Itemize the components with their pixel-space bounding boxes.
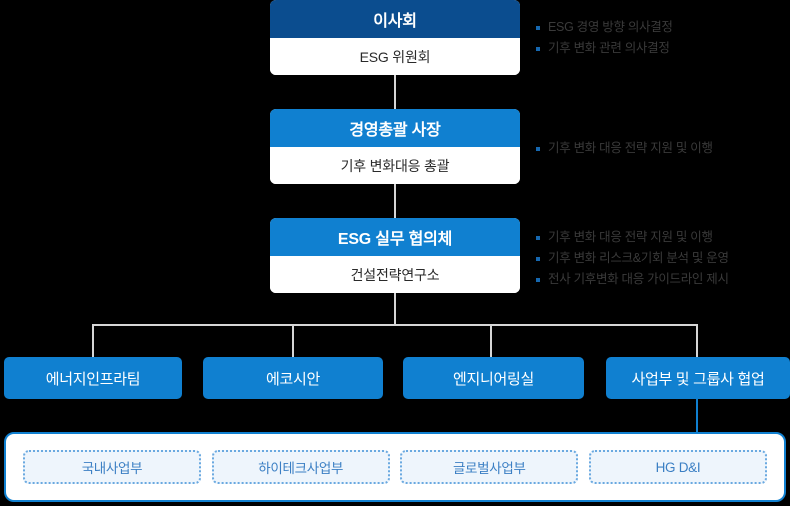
connector-dept4-to-subpanel — [696, 399, 698, 433]
connector-drop-dept-2 — [292, 324, 294, 358]
connector-ceo-to-council — [394, 184, 396, 219]
note-text: 기후 변화 리스크&기회 분석 및 운영 — [548, 251, 729, 265]
note-text: ESG 경영 방향 의사결정 — [548, 20, 673, 34]
dept-box-business-group-collab[interactable]: 사업부 및 그룹사 협업 — [606, 357, 790, 399]
dept-box-ecosian[interactable]: 에코시안 — [203, 357, 383, 399]
note-item: 전사 기후변화 대응 가이드라인 제시 — [536, 272, 729, 287]
connector-drop-dept-1 — [92, 324, 94, 358]
bullet-square-icon — [536, 47, 540, 51]
connector-drop-dept-4 — [696, 324, 698, 358]
subsidiary-box-global[interactable]: 글로벌사업부 — [400, 450, 579, 484]
note-text: 기후 변화 관련 의사결정 — [548, 41, 670, 55]
connector-department-bus — [92, 324, 698, 326]
note-item: ESG 경영 방향 의사결정 — [536, 20, 673, 35]
dept-box-energy-infra[interactable]: 에너지인프라팀 — [4, 357, 182, 399]
card-esg-council: ESG 실무 협의체 건설전략연구소 — [270, 218, 520, 293]
card-ceo: 경영총괄 사장 기후 변화대응 총괄 — [270, 109, 520, 184]
subsidiary-box-hitech[interactable]: 하이테크사업부 — [211, 450, 390, 484]
card-board-subtitle: ESG 위원회 — [270, 38, 520, 75]
notes-esg-council: 기후 변화 대응 전략 지원 및 이행 기후 변화 리스크&기회 분석 및 운영… — [536, 230, 729, 287]
subsidiary-box-hg-dni[interactable]: HG D&I — [588, 450, 767, 484]
card-ceo-title: 경영총괄 사장 — [270, 109, 520, 147]
connector-board-to-ceo — [394, 75, 396, 110]
card-esg-council-subtitle: 건설전략연구소 — [270, 256, 520, 293]
bullet-square-icon — [536, 257, 540, 261]
note-text: 기후 변화 대응 전략 지원 및 이행 — [548, 141, 713, 155]
note-item: 기후 변화 관련 의사결정 — [536, 41, 673, 56]
connector-council-stem — [394, 293, 396, 326]
card-ceo-subtitle: 기후 변화대응 총괄 — [270, 147, 520, 184]
notes-ceo: 기후 변화 대응 전략 지원 및 이행 — [536, 141, 713, 156]
card-board-title: 이사회 — [270, 0, 520, 38]
dept-box-engineering[interactable]: 엔지니어링실 — [403, 357, 584, 399]
card-esg-council-title: ESG 실무 협의체 — [270, 218, 520, 256]
notes-board: ESG 경영 방향 의사결정 기후 변화 관련 의사결정 — [536, 20, 673, 56]
subsidiary-box-domestic[interactable]: 국내사업부 — [23, 450, 201, 484]
bullet-square-icon — [536, 147, 540, 151]
note-item: 기후 변화 리스크&기회 분석 및 운영 — [536, 251, 729, 266]
subsidiary-panel: 국내사업부 하이테크사업부 글로벌사업부 HG D&I — [4, 432, 786, 502]
note-text: 전사 기후변화 대응 가이드라인 제시 — [548, 272, 729, 286]
note-item: 기후 변화 대응 전략 지원 및 이행 — [536, 230, 729, 245]
bullet-square-icon — [536, 278, 540, 282]
card-board: 이사회 ESG 위원회 — [270, 0, 520, 75]
note-text: 기후 변화 대응 전략 지원 및 이행 — [548, 230, 713, 244]
bullet-square-icon — [536, 236, 540, 240]
note-item: 기후 변화 대응 전략 지원 및 이행 — [536, 141, 713, 156]
connector-drop-dept-3 — [490, 324, 492, 358]
bullet-square-icon — [536, 26, 540, 30]
